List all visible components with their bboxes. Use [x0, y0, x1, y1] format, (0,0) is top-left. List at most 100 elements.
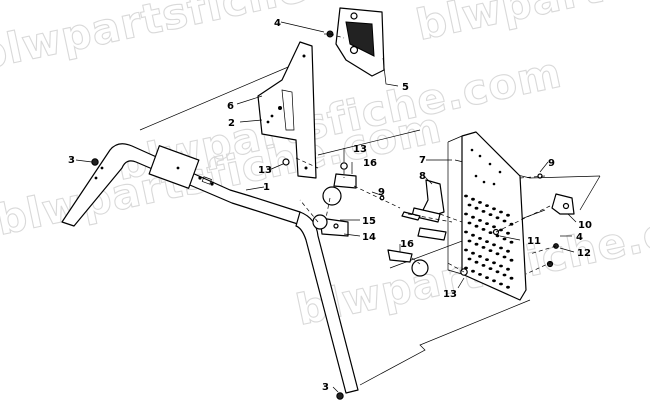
perforation-hole	[471, 215, 475, 219]
panel-mount-hole	[488, 162, 492, 166]
perforation-hole	[488, 213, 493, 217]
perforation-hole	[492, 243, 496, 247]
callout-labels: 4 5 6 2 3 13 1 13 16 9 15 14 16 7 8 9 10…	[68, 18, 592, 393]
nut-13-center	[340, 162, 348, 170]
callout-13-left: 13	[258, 165, 272, 176]
perforation-hole	[499, 246, 503, 250]
perforation-hole	[502, 237, 507, 241]
callout-8: 8	[419, 171, 426, 182]
panel-mount-hole	[470, 148, 474, 152]
perforation-hole	[471, 197, 475, 201]
callout-16-lower: 16	[400, 239, 414, 250]
callout-11: 11	[527, 236, 541, 247]
perforation-hole	[499, 228, 503, 232]
perforation-hole	[495, 252, 500, 256]
nut-3-lower	[336, 392, 344, 400]
perforation-hole	[467, 203, 472, 207]
callout-3-upper: 3	[68, 155, 75, 166]
perforation-hole	[467, 257, 472, 261]
perforation-hole	[502, 273, 507, 277]
perforation-hole	[464, 194, 468, 198]
panel-mount-hole	[482, 180, 486, 184]
perforation-hole	[478, 219, 482, 222]
small-bracket	[411, 179, 445, 223]
callout-15: 15	[362, 216, 376, 227]
panel-mount-hole	[498, 170, 502, 174]
perforation-hole	[488, 249, 493, 253]
callout-12: 12	[577, 248, 591, 259]
perforation-hole	[485, 204, 489, 208]
panel-perforations	[464, 148, 514, 289]
perforation-hole	[485, 258, 489, 261]
center-brackets	[312, 173, 447, 277]
perforation-hole	[499, 264, 503, 268]
perforation-hole	[499, 282, 503, 286]
perforation-hole	[492, 261, 496, 265]
panel-mount-hole	[492, 182, 496, 186]
callout-2: 2	[228, 118, 235, 129]
perforation-hole	[478, 255, 482, 258]
right-side-panel	[447, 131, 527, 301]
perforation-hole	[467, 239, 472, 243]
perforation-hole	[506, 231, 510, 235]
perforation-hole	[495, 216, 500, 220]
perforation-hole	[506, 213, 510, 217]
callout-13-center: 13	[353, 144, 367, 155]
callout-4-top: 4	[274, 18, 281, 29]
perforation-hole	[506, 267, 510, 271]
clip-bracket	[551, 193, 575, 215]
perforation-hole	[481, 228, 486, 231]
perforation-hole	[474, 242, 479, 246]
perforation-hole	[474, 260, 479, 264]
perforation-hole	[495, 270, 500, 274]
perforation-hole	[502, 255, 507, 259]
callout-13-lower: 13	[443, 289, 457, 300]
callout-3-lower: 3	[322, 382, 329, 393]
callout-14: 14	[362, 232, 376, 243]
perforation-hole	[488, 267, 493, 270]
perforation-hole	[471, 269, 475, 273]
perforation-hole	[464, 248, 468, 252]
callout-7: 7	[419, 155, 426, 166]
perforation-hole	[467, 221, 472, 225]
perforation-hole	[495, 234, 500, 238]
perforation-hole	[474, 206, 479, 210]
perforation-hole	[471, 233, 475, 237]
perforation-hole	[506, 249, 510, 253]
perforation-hole	[502, 219, 507, 223]
perforation-hole	[481, 264, 486, 267]
callout-1: 1	[263, 182, 270, 193]
perforation-hole	[488, 231, 493, 235]
perforation-hole	[499, 210, 503, 214]
callout-6: 6	[227, 101, 234, 112]
top-cover	[335, 7, 385, 77]
nut-3-upper	[91, 158, 99, 166]
perforation-hole	[478, 201, 482, 204]
perforation-hole	[492, 207, 496, 211]
roll-bar-mount-block	[148, 145, 200, 189]
perforation-hole	[485, 240, 489, 244]
perforation-hole	[509, 240, 514, 244]
assembly-lines	[295, 33, 557, 275]
left-bracket-plate	[257, 41, 317, 179]
callout-5: 5	[402, 82, 409, 93]
callout-9-right: 9	[548, 158, 555, 169]
perforation-hole	[471, 251, 475, 255]
watermark-text-5: blwpartsfiche.com	[412, 0, 650, 50]
perforation-hole	[506, 285, 510, 289]
perforation-hole	[485, 222, 489, 226]
perforation-hole	[492, 279, 496, 283]
callout-16-upper: 16	[363, 158, 377, 169]
perforation-hole	[478, 273, 482, 276]
perforation-hole	[481, 246, 486, 249]
perforation-hole	[464, 230, 468, 234]
panel-mount-hole	[478, 154, 482, 158]
perforation-hole	[492, 225, 496, 229]
perforation-hole	[464, 212, 468, 216]
perforation-hole	[474, 224, 479, 228]
perforation-hole	[478, 237, 482, 240]
perforation-hole	[509, 276, 514, 280]
panel-mount-hole	[474, 174, 478, 178]
